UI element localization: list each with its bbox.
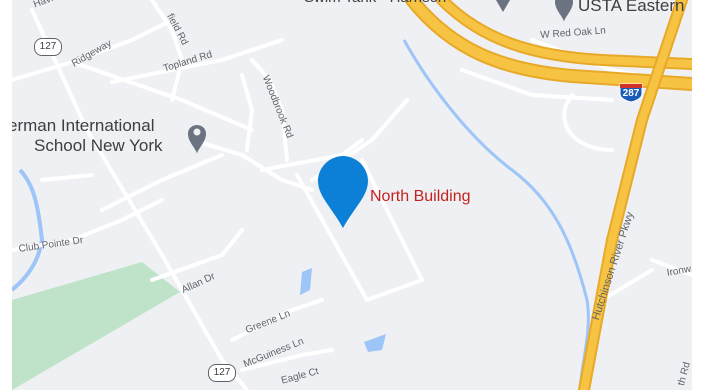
school-poi-icon (188, 125, 206, 154)
interstate-287-shield: 287 (618, 82, 644, 102)
left-margin (0, 0, 12, 390)
poi-label-school-line1[interactable]: erman International (12, 116, 155, 135)
usta-poi-icon (555, 0, 573, 22)
route-127-shield-bottom: 127 (208, 364, 236, 382)
highways (405, 0, 692, 390)
location-pin[interactable] (318, 156, 368, 230)
swim-poi-icon (496, 0, 510, 12)
map-canvas[interactable]: Havi Ridgeway field Rd Topland Rd Woodbr… (12, 0, 692, 390)
pin-label-north-building[interactable]: North Building (370, 188, 471, 205)
poi-label-usta[interactable]: USTA Eastern (578, 0, 685, 15)
interstate-shield-icon (619, 83, 643, 102)
poi-label-swim-tank[interactable]: Swim Tank - Harrison (304, 0, 446, 8)
stream (402, 39, 590, 390)
pond-1 (300, 268, 312, 295)
route-127-shield-top: 127 (34, 38, 62, 56)
map-pin-icon (318, 156, 368, 228)
right-margin (692, 0, 703, 390)
park-area (12, 262, 180, 390)
local-roads (12, 0, 692, 390)
poi-label-school-line2[interactable]: School New York (34, 136, 163, 155)
pond-2 (364, 334, 386, 352)
stream-left (12, 168, 45, 292)
interstate-287-label: 287 (622, 88, 640, 99)
map-base-layer (12, 0, 692, 390)
